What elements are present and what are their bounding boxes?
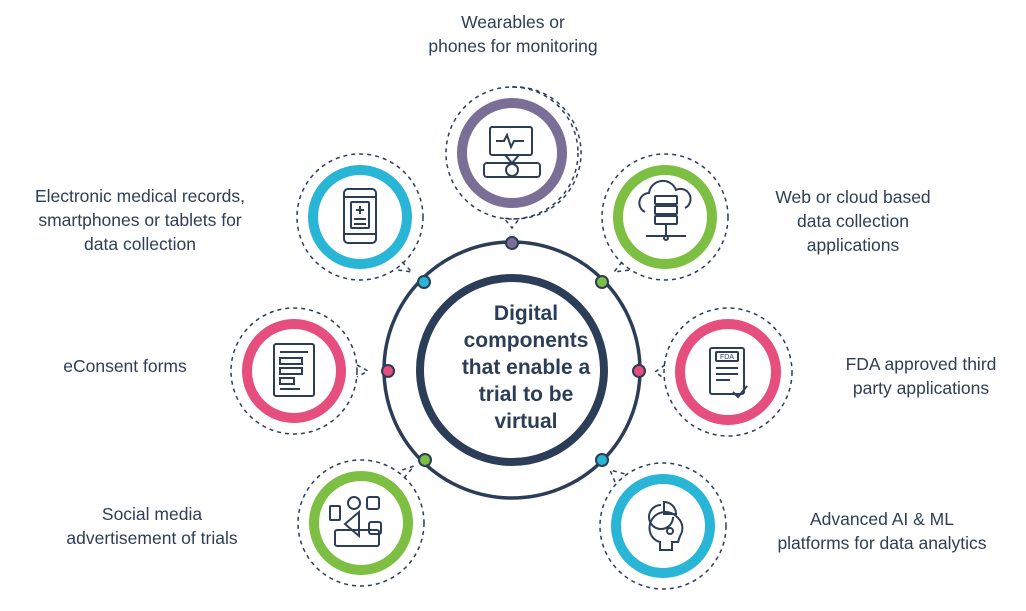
label-ai-line-2: platforms for data analytics <box>777 533 987 553</box>
label-econsent-line-1: eConsent forms <box>63 356 187 376</box>
label-cloud-line-3: applications <box>806 235 900 255</box>
label-social-line-2: advertisement of trials <box>66 528 238 548</box>
center-title: Digital components that enable a trial t… <box>436 300 616 435</box>
label-cloud: Web or cloud based data collection appli… <box>758 185 948 257</box>
label-fda: FDA approved third party applications <box>826 352 1016 400</box>
label-emr-line-3: data collection <box>84 234 196 254</box>
label-wearables: Wearables or phones for monitoring <box>408 10 618 58</box>
dot-emr <box>417 275 431 289</box>
center-title-line-1: Digital <box>493 302 559 325</box>
ai-head-chart-icon <box>648 500 684 551</box>
node-ai <box>599 462 727 590</box>
center-title-line-2: components <box>463 329 589 352</box>
node-social <box>297 459 425 587</box>
smartwatch-heart-icon <box>483 126 541 178</box>
center-circle <box>416 274 608 466</box>
dot-econsent <box>381 364 395 378</box>
label-emr: Electronic medical records, smartphones … <box>10 184 270 256</box>
label-wearables-line-1: Wearables or <box>461 12 565 32</box>
node-wearables <box>445 86 582 230</box>
label-cloud-line-1: Web or cloud based <box>775 187 931 207</box>
consent-form-icon <box>273 343 315 397</box>
fda-document-icon <box>709 347 748 399</box>
node-econsent <box>230 307 370 435</box>
node-fda: FDA <box>653 307 793 437</box>
cloud-server-icon <box>638 179 692 241</box>
label-social: Social media advertisement of trials <box>42 502 262 550</box>
dot-fda <box>632 364 646 378</box>
megaphone-social-icon <box>329 496 382 547</box>
label-ai-line-1: Advanced AI & ML <box>810 509 954 529</box>
center-title-line-5: virtual <box>494 410 558 433</box>
center-title-line-3: that enable a <box>461 356 591 379</box>
label-ai: Advanced AI & ML platforms for data anal… <box>752 507 1012 555</box>
dot-ai <box>595 453 609 467</box>
fda-icon-text: FDA <box>720 354 734 361</box>
label-cloud-line-2: data collection <box>797 211 909 231</box>
dot-social <box>418 453 432 467</box>
dot-wearables <box>505 236 519 250</box>
label-fda-line-1: FDA approved third <box>845 354 997 374</box>
label-econsent: eConsent forms <box>40 354 210 378</box>
label-social-line-1: Social media <box>101 504 203 524</box>
dot-cloud <box>595 275 609 289</box>
node-emr <box>296 153 424 281</box>
node-cloud <box>601 153 729 281</box>
label-wearables-line-2: phones for monitoring <box>428 36 598 56</box>
label-emr-line-2: smartphones or tablets for <box>38 210 242 230</box>
label-emr-line-1: Electronic medical records, <box>34 186 246 206</box>
center-title-line-4: trial to be <box>478 383 574 406</box>
ring-dots <box>381 236 646 467</box>
label-fda-line-2: party applications <box>852 378 990 398</box>
tablet-medical-record-icon <box>343 188 377 244</box>
